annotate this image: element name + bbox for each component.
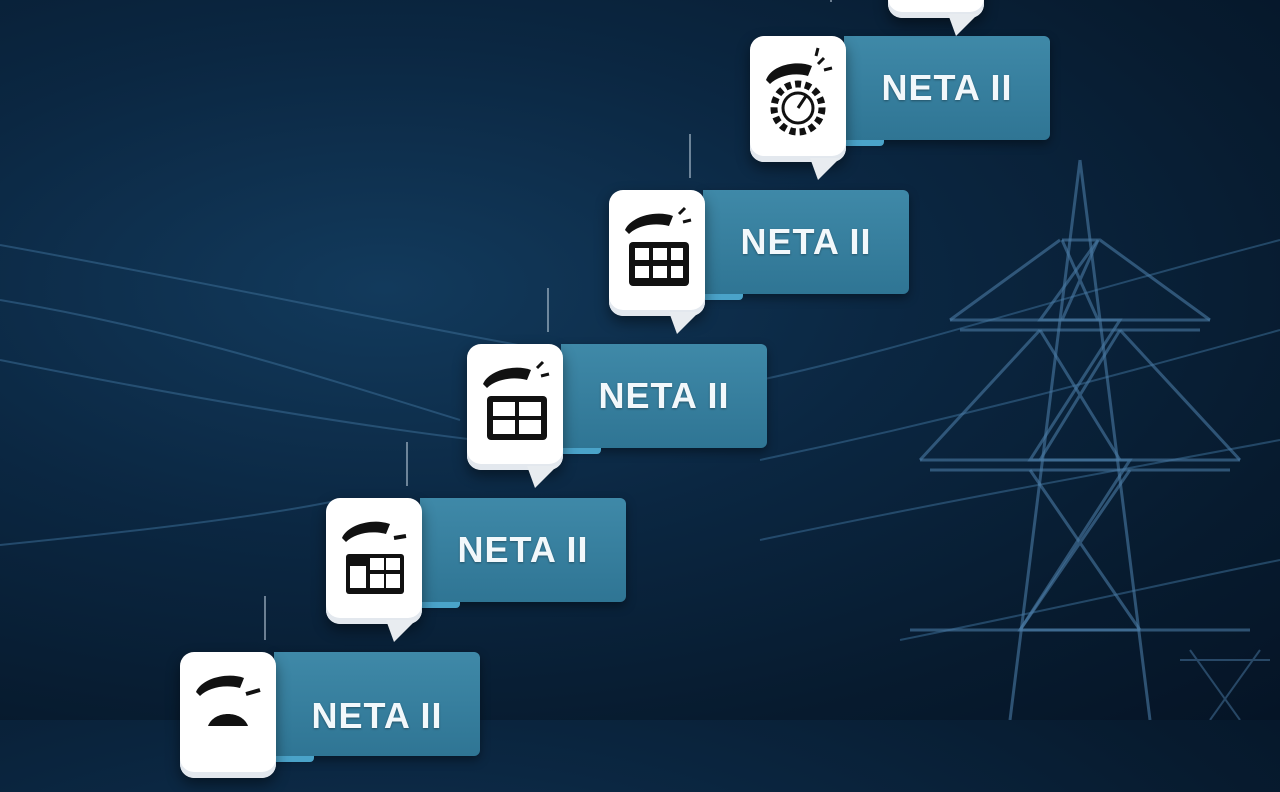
step-3: NETA II bbox=[467, 288, 767, 488]
card-tail bbox=[386, 620, 416, 642]
step-icon-card bbox=[888, 0, 984, 36]
step-label: NETA II bbox=[457, 529, 589, 570]
step-label-box: NETA II bbox=[420, 498, 626, 608]
panel-grid-icon bbox=[342, 521, 407, 594]
card-tail bbox=[527, 466, 557, 488]
card-tail bbox=[669, 312, 699, 334]
power-grid-background bbox=[0, 159, 1280, 720]
step-1: NETA II bbox=[750, 36, 1050, 180]
step-connector bbox=[547, 288, 549, 332]
gauge-gear-icon bbox=[766, 47, 833, 136]
step-connector bbox=[689, 134, 691, 178]
step-5: NETA II bbox=[180, 596, 480, 792]
panel-dome-icon bbox=[196, 675, 261, 726]
panel-grid-icon bbox=[625, 206, 692, 286]
step-icon-card bbox=[180, 652, 276, 778]
step-4: NETA II bbox=[326, 442, 626, 642]
step-label-box: NETA II bbox=[703, 190, 909, 300]
step-label: NETA II bbox=[740, 221, 872, 262]
step-label-box: NETA II bbox=[561, 344, 767, 454]
step-connector bbox=[264, 596, 266, 640]
transmission-tower-icon bbox=[910, 159, 1250, 720]
step-label: NETA II bbox=[311, 695, 443, 736]
step-connector bbox=[830, 0, 832, 2]
step-icon-card bbox=[609, 190, 705, 334]
step-connector bbox=[406, 442, 408, 486]
step-0 bbox=[830, 0, 1188, 36]
step-label-box: NETA II bbox=[844, 36, 1050, 146]
card-tail bbox=[948, 14, 978, 36]
step-2: NETA II bbox=[609, 134, 909, 334]
step-label: NETA II bbox=[598, 375, 730, 416]
step-label: NETA II bbox=[881, 67, 1013, 108]
step-label-box: NETA II bbox=[274, 652, 480, 762]
step-icon-card bbox=[750, 36, 846, 180]
panel-grid-icon bbox=[483, 360, 550, 440]
step-icon-card bbox=[467, 344, 563, 488]
card-tail bbox=[810, 158, 840, 180]
step-icon-card bbox=[326, 498, 422, 642]
